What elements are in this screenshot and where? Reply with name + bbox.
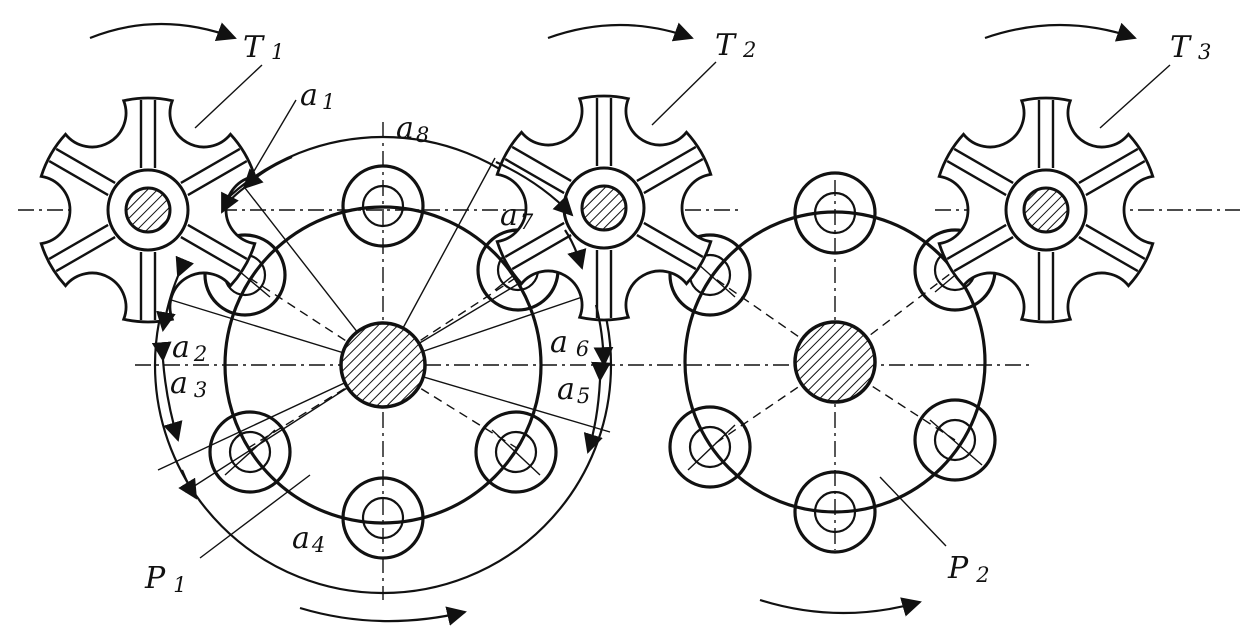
arc-dimensions <box>151 155 614 500</box>
tool-slot-line <box>187 223 248 260</box>
rotor-p2-pitch-circle <box>683 210 987 514</box>
tool-slot-line <box>48 160 109 197</box>
station <box>208 410 292 494</box>
tool-slot-line <box>48 223 109 260</box>
tool-slot-line <box>504 221 565 258</box>
tool-slot-line <box>643 158 704 195</box>
tool-t1 <box>39 96 257 324</box>
tool-slot-line <box>1078 147 1139 184</box>
station <box>913 398 997 482</box>
rotor-p2 <box>668 171 997 554</box>
rotation-arrows <box>89 22 1137 626</box>
rotation-arrow-t2 <box>547 22 694 42</box>
tool-slot-line <box>636 234 697 271</box>
tool-slot-line <box>636 145 697 182</box>
rotor-p1-hub <box>339 321 427 409</box>
tool-slot-line <box>180 147 241 184</box>
tool-t3 <box>937 96 1155 324</box>
arc-a2 <box>156 255 194 332</box>
tool-slot-line <box>511 234 572 271</box>
arc-a4 <box>178 469 198 500</box>
tool-slot-line <box>180 236 241 273</box>
arc-a6 <box>593 304 614 367</box>
tool-slot-line <box>504 158 565 195</box>
arc-a3 <box>151 341 183 442</box>
tool-slot-line <box>1078 236 1139 273</box>
tool-slot-line <box>1085 223 1146 260</box>
tool-slot-line <box>953 147 1014 184</box>
arc-a1 <box>242 155 293 190</box>
tool-t2 <box>495 94 713 322</box>
tool-slot-line <box>946 223 1007 260</box>
label-a7: a7 <box>500 198 534 234</box>
rotation-arrow-t3 <box>984 22 1137 42</box>
rotation-arrow-t1 <box>89 22 237 42</box>
station <box>474 410 558 494</box>
tool-slot-line <box>55 236 116 273</box>
tool-shaft <box>1022 186 1070 234</box>
label-a5: a5 <box>557 372 590 408</box>
tool-slot-line <box>946 160 1007 197</box>
station <box>793 470 877 554</box>
tool-shaft <box>580 184 628 232</box>
tool-slot-line <box>511 145 572 182</box>
rotation-arrow-p2 <box>759 597 922 617</box>
rotation-arrow-p1 <box>299 606 467 626</box>
tool-slot-line <box>643 221 704 258</box>
tool-slot-line <box>1085 160 1146 197</box>
tool-slot-line <box>953 236 1014 273</box>
arc-a7 <box>495 160 574 217</box>
arc-a5 <box>583 361 611 454</box>
rotor-p2-hub <box>793 320 877 404</box>
rotor-p1-pitch-circle <box>223 205 543 525</box>
station <box>341 164 425 248</box>
label-a8: a8 <box>396 111 429 147</box>
leader-lines <box>194 61 1171 559</box>
tool-slot-line <box>187 160 248 197</box>
label-a4: a4 <box>292 521 325 557</box>
station <box>341 476 425 560</box>
tool-slot-line <box>55 147 116 184</box>
station <box>793 171 877 255</box>
station <box>668 405 752 489</box>
tool-shaft <box>124 186 172 234</box>
